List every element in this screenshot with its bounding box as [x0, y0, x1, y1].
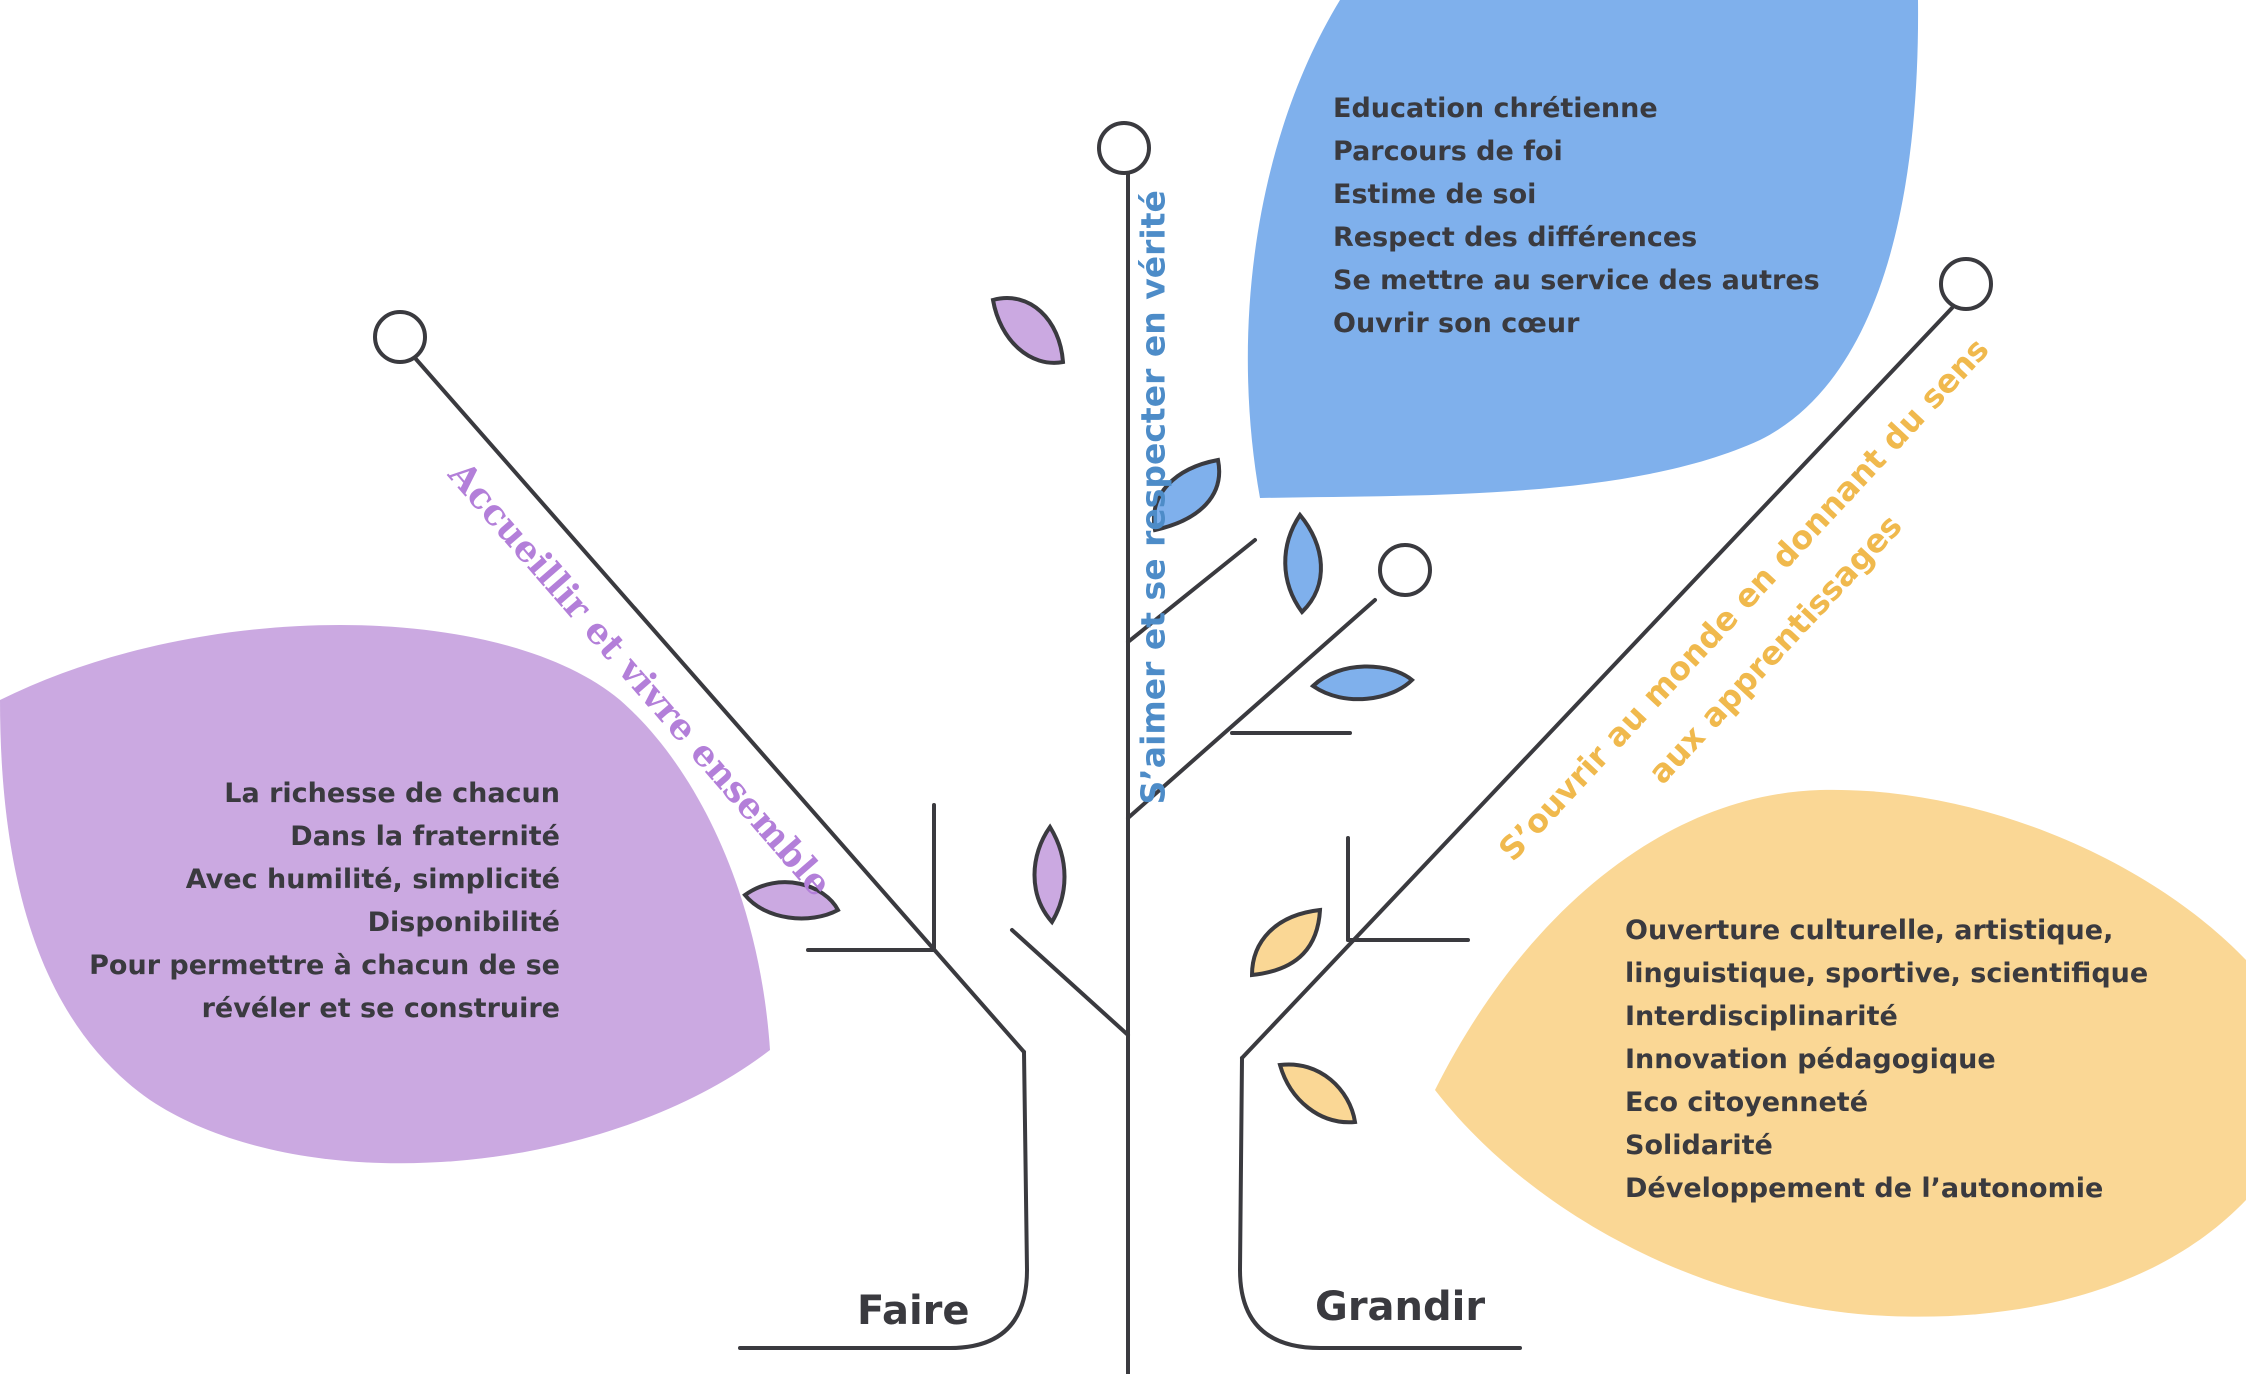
right-trunk-side — [1237, 1056, 1522, 1350]
list-item: Education chrétienne — [1333, 93, 1658, 124]
left-branch — [413, 356, 1026, 1054]
list-item: Se mettre au service des autres — [1333, 265, 1820, 296]
yellow-leaf-blob — [1435, 789, 2246, 1317]
purple-items-list: La richesse de chacun Dans la fraternité… — [60, 772, 560, 1030]
list-item: linguistique, sportive, scientifique — [1625, 958, 2149, 989]
list-item: Développement de l’autonomie — [1625, 1173, 2104, 1204]
small-leaf-purple-2 — [742, 880, 841, 921]
center-twig-upper — [1126, 538, 1257, 644]
left-trunk-side — [738, 1050, 1030, 1350]
blue-items-list: Education chrétienne Parcours de foi Est… — [1333, 87, 1820, 345]
list-item: Respect des différences — [1333, 222, 1698, 253]
list-item: Disponibilité — [367, 907, 560, 938]
list-item: révéler et se construire — [201, 993, 560, 1024]
list-item: La richesse de chacun — [224, 778, 560, 809]
small-leaf-blue-3 — [1309, 664, 1415, 702]
small-leaf-yellow-1 — [1249, 907, 1323, 978]
right-branch — [1240, 306, 1954, 1060]
trunk-label-faire: Faire — [857, 1288, 970, 1334]
small-leaf-purple-1 — [990, 296, 1066, 365]
blue-branch-title: S’aimer et se respecter en vérité — [1133, 190, 1173, 805]
center-branch-to-circle — [1126, 598, 1377, 820]
list-item: Pour permettre à chacun de se — [89, 950, 560, 981]
top-circle-node — [1097, 121, 1151, 175]
trunk-label-grandir: Grandir — [1315, 1284, 1486, 1330]
left-circle-node — [373, 310, 427, 364]
right-circle-node — [1939, 257, 1993, 311]
small-leaf-blue-2 — [1283, 511, 1323, 616]
list-item: Solidarité — [1625, 1130, 1773, 1161]
list-item: Parcours de foi — [1333, 136, 1563, 167]
blue-leaf-blob — [1247, 0, 1919, 498]
list-item: Eco citoyenneté — [1625, 1087, 1868, 1118]
list-item: Avec humilité, simplicité — [185, 864, 560, 895]
center-twig-lower — [1010, 928, 1130, 1037]
list-item: Innovation pédagogique — [1625, 1044, 1996, 1075]
middle-circle-node — [1378, 543, 1432, 597]
yellow-items-list: Ouverture culturelle, artistique, lingui… — [1625, 909, 2148, 1210]
list-item: Interdisciplinarité — [1625, 1001, 1898, 1032]
list-item: Ouvrir son cœur — [1333, 308, 1580, 339]
list-item: Estime de soi — [1333, 179, 1537, 210]
small-leaf-blue-1 — [1151, 457, 1222, 533]
list-item: Dans la fraternité — [290, 821, 560, 852]
list-item: Ouverture culturelle, artistique, — [1625, 915, 2114, 946]
small-leaf-purple-3 — [1032, 823, 1067, 926]
small-leaf-yellow-2 — [1277, 1062, 1358, 1125]
